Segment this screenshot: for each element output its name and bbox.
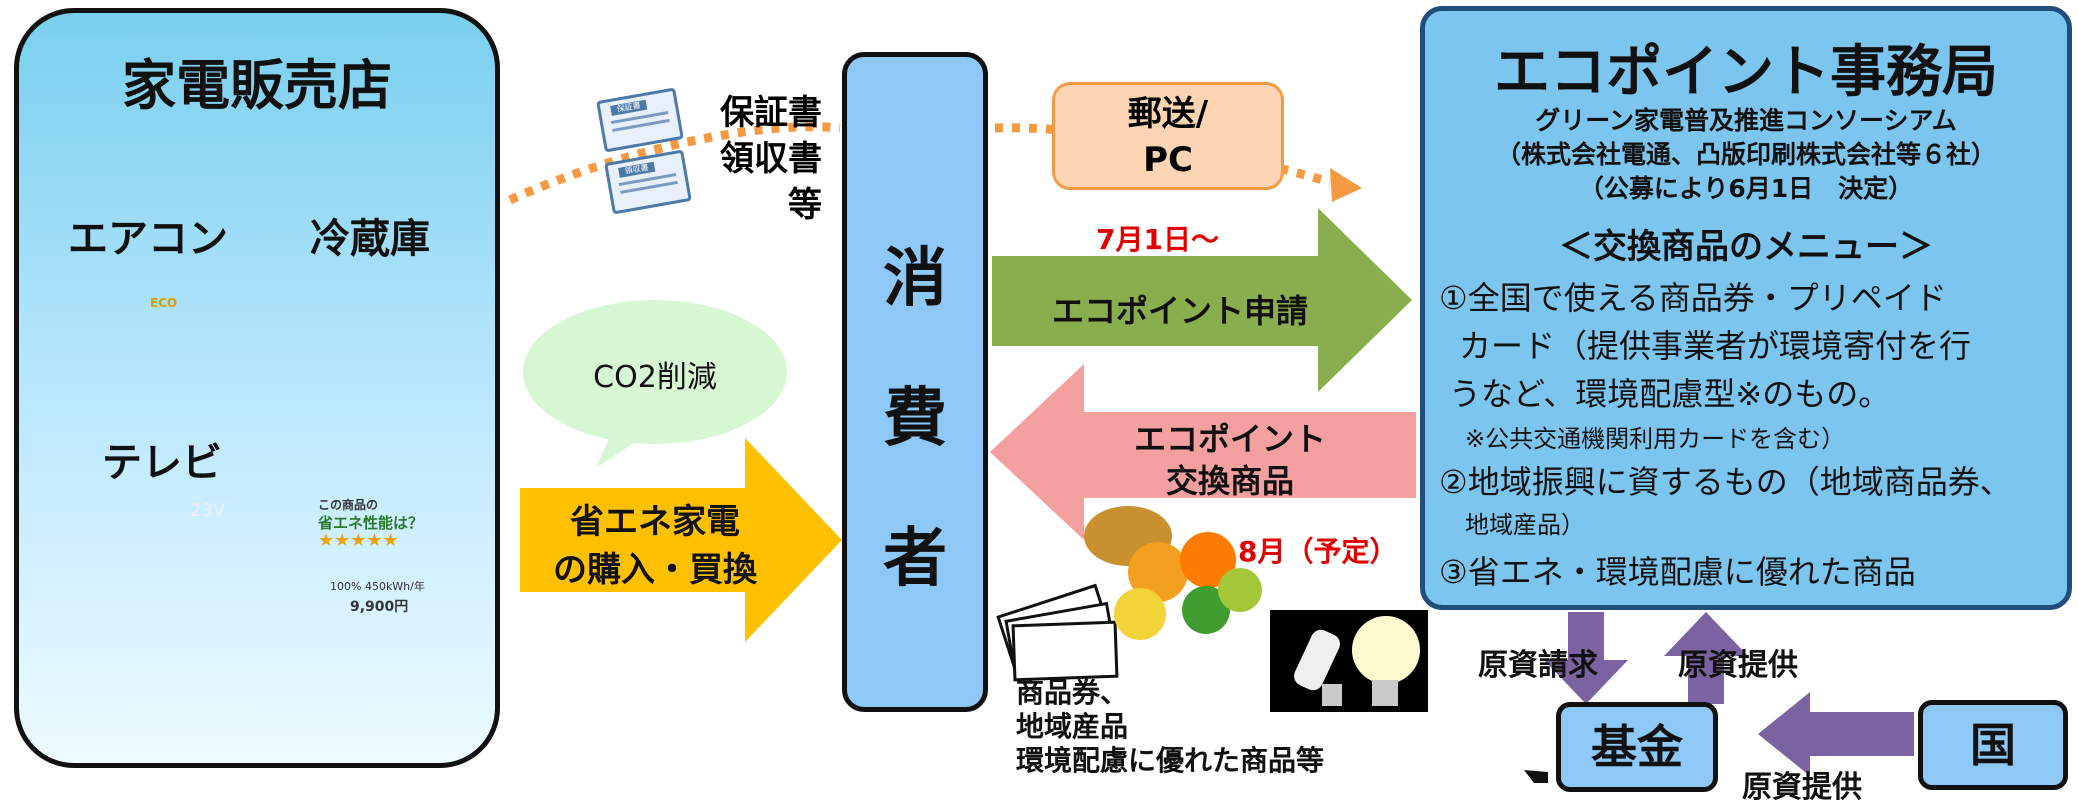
pc-label: PC — [1143, 140, 1193, 180]
label-card-price: 9,900円 — [350, 599, 409, 615]
country-to-fund-arrow — [1758, 692, 1914, 776]
consumer-char-1: 消 — [883, 242, 947, 316]
eco-office-sub1: グリーン家電普及推進コンソーシアム — [1535, 106, 1957, 135]
eco-office-sub3: （公募により6月1日 決定） — [1578, 174, 1914, 203]
purchase-arrow — [520, 438, 842, 642]
lamp-image — [1270, 610, 1428, 712]
receipt-doc-icon-label: 領収書 — [618, 161, 656, 178]
label-card-headline: 省エネ性能は？ — [318, 514, 424, 532]
docs-line3: 等 — [788, 185, 822, 225]
eco-office-title: エコポイント事務局 — [1494, 40, 1998, 105]
aircon-eco-badge: ECO — [150, 296, 178, 310]
fund-request-label: 原資請求 — [1478, 648, 1598, 683]
store-title: 家電販売店 — [122, 54, 392, 117]
mail-pc-box: 郵送/ PC — [1052, 82, 1284, 190]
label-card-figures: 100% 450kWh/年 — [330, 580, 425, 593]
exchange-date: 8月（予定） — [1238, 535, 1398, 568]
exchange-line1: エコポイント — [1133, 420, 1326, 458]
apply-label: エコポイント申請 — [1051, 292, 1308, 330]
apply-date: 7月1日～ — [1096, 223, 1219, 256]
store-box: 家電販売店 — [14, 8, 500, 768]
label-card-title: この商品の — [318, 498, 379, 512]
co2-label: CO2削減 — [593, 360, 717, 395]
menu-item: ①全国で使える商品券・プリペイド — [1439, 279, 1947, 317]
consumer-box: 消 費 者 — [842, 52, 988, 712]
fund-provide-arrow — [1664, 612, 1748, 704]
consumer-char-2: 費 — [883, 382, 947, 456]
docs-line1: 保証書 — [720, 93, 822, 133]
purchase-label: 省エネ家電 の購入・買換 — [540, 498, 770, 594]
fund-to-store-arrow — [1524, 770, 1548, 783]
gift-tickets-image — [996, 583, 1119, 682]
dotted-flow-arrowhead — [1330, 168, 1362, 202]
fund-provide-label-2: 原資提供 — [1742, 770, 1862, 805]
tv-label: テレビ — [102, 440, 222, 486]
mail-label: 郵送/ — [1127, 94, 1209, 134]
fund-request-arrow — [1544, 612, 1628, 704]
purchase-line2: の購入・買換 — [553, 550, 757, 590]
exchange-arrow — [990, 364, 1416, 540]
menu-item: うなど、環境配慮型※のもの。 — [1449, 375, 1891, 413]
docs-text: 保証書 領収書 等 — [702, 90, 822, 228]
apply-arrow — [992, 208, 1412, 392]
cornucopia-image — [1084, 506, 1262, 640]
exchange-line2: 交換商品 — [1165, 462, 1294, 500]
goods-line1: 商品券、 — [1016, 676, 1129, 709]
fridge-label: 冷蔵庫 — [310, 216, 430, 262]
menu-item: ②地域振興に資するもの（地域商品券、 — [1439, 463, 2012, 501]
aircon-label: エアコン — [68, 216, 228, 262]
goods-caption: 商品券、 地域産品 環境配慮に優れた商品等 — [1016, 676, 1324, 778]
country-box: 国 — [1918, 700, 2068, 790]
menu-item: カード（提供事業者が環境寄付を行 — [1459, 327, 1972, 365]
label-card-stars: ★★★★★ — [318, 530, 399, 551]
menu-item: 地域産品） — [1465, 511, 1585, 539]
eco-office-sub2: （株式会社電通、凸版印刷株式会社等６社） — [1495, 140, 1996, 169]
co2-bubble-tail — [596, 432, 650, 468]
menu-title: ＜交換商品のメニュー＞ — [1559, 227, 1933, 267]
eco-office-box: エコポイント事務局 グリーン家電普及推進コンソーシアム （株式会社電通、凸版印刷… — [1420, 6, 2072, 610]
purchase-line1: 省エネ家電 — [570, 502, 740, 542]
menu-item: ※公共交通機関利用カードを含む） — [1465, 425, 1846, 453]
exchange-label: エコポイント 交換商品 — [1100, 418, 1360, 502]
fund-provide-label: 原資提供 — [1678, 648, 1798, 683]
consumer-char-3: 者 — [883, 522, 947, 596]
menu-item: ③省エネ・環境配慮に優れた商品 — [1439, 553, 1916, 591]
dotted-flow-line — [508, 122, 841, 205]
goods-line3: 環境配慮に優れた商品等 — [1016, 744, 1325, 777]
tv-screen-text: 23V — [190, 500, 226, 521]
docs-line2: 領収書 — [720, 139, 822, 179]
fund-box: 基金 — [1556, 702, 1718, 792]
co2-bubble — [523, 300, 787, 444]
warranty-doc-icon-label: 保証書 — [610, 99, 648, 116]
goods-line2: 地域産品 — [1016, 710, 1129, 743]
